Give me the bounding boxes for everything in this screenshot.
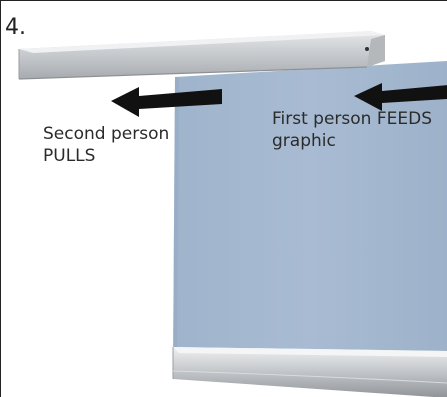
step-number: 4. <box>5 15 26 40</box>
graphic-panel <box>173 61 447 376</box>
top-rail <box>18 31 385 80</box>
bottom-rail <box>172 347 447 397</box>
first-person-line1: First person FEEDS <box>272 109 432 129</box>
second-person-line2: PULLS <box>43 146 96 166</box>
arrow-left-icon <box>111 87 222 117</box>
first-person-line2: graphic <box>272 131 336 151</box>
second-person-line1: Second person <box>43 124 170 144</box>
arrow-right-icon <box>354 83 447 111</box>
second-person-caption: Second person PULLS <box>43 123 169 167</box>
first-person-caption: First person FEEDS graphic <box>272 108 432 152</box>
